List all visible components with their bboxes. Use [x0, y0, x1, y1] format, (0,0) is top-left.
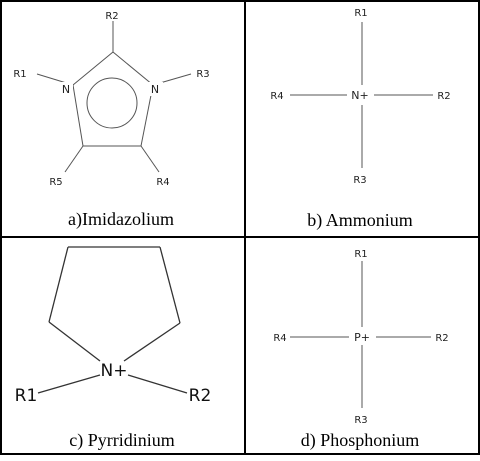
- pyrridinium-center-label: N+: [101, 361, 128, 381]
- imidazolium-r3-label: R3: [196, 69, 209, 80]
- imidazolium-nitrogen-left: N: [62, 83, 70, 96]
- phosphonium-r3-label: R3: [354, 415, 367, 426]
- pyrridinium-r2-label: R2: [189, 386, 212, 406]
- phosphonium-caption: d) Phosphonium: [301, 430, 420, 451]
- aromatic-circle: [86, 77, 138, 129]
- ammonium-r3-label: R3: [353, 175, 366, 186]
- imidazolium-r4-label: R4: [156, 177, 169, 188]
- ammonium-caption: b) Ammonium: [307, 210, 413, 231]
- ammonium-r1-label: R1: [354, 8, 367, 19]
- imidazolium-bonds: [36, 21, 192, 173]
- phosphonium-r1-label: R1: [354, 249, 367, 260]
- imidazolium-nitrogen-right: N: [151, 83, 159, 96]
- ammonium-r4-label: R4: [270, 91, 283, 102]
- imidazolium-r5-label: R5: [49, 177, 62, 188]
- ammonium-center-label: N+: [351, 89, 368, 102]
- ammonium-r2-label: R2: [437, 91, 450, 102]
- imidazolium-caption: a)Imidazolium: [68, 209, 174, 230]
- panel-ammonium: N+ R1 R4 R2 R3 b) Ammonium: [270, 8, 450, 231]
- pyrridinium-bonds: [37, 246, 188, 394]
- phosphonium-bonds: [290, 261, 431, 408]
- phosphonium-r4-label: R4: [273, 333, 286, 344]
- pyrridinium-caption: c) Pyrridinium: [69, 430, 175, 451]
- ammonium-bonds: [290, 22, 433, 168]
- panel-pyrridinium: N+ R1 R2 c) Pyrridinium: [15, 246, 212, 451]
- imidazolium-r2-label: R2: [105, 11, 118, 22]
- imidazolium-r1-label: R1: [13, 69, 26, 80]
- pyrridinium-r1-label: R1: [15, 386, 38, 406]
- phosphonium-center-label: P+: [354, 331, 370, 344]
- panel-imidazolium: N N R2 R1 R3 R5 R4 a)Imidazolium: [13, 11, 209, 230]
- panel-phosphonium: P+ R1 R4 R2 R3 d) Phosphonium: [273, 249, 448, 451]
- phosphonium-r2-label: R2: [435, 333, 448, 344]
